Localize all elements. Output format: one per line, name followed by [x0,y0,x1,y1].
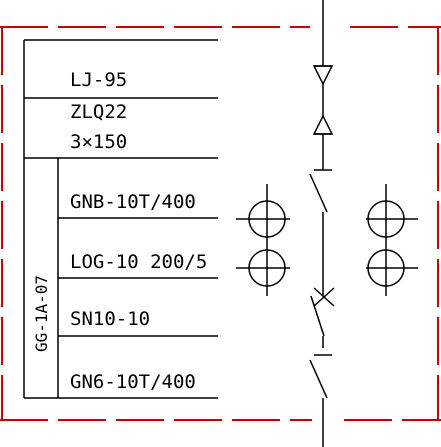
disconnect-switch-icon [309,354,332,447]
label-table [23,39,218,399]
equipment-label: LOG-10 200/5 [70,251,207,273]
cable-spec-line2: ZLQ22 [70,101,127,123]
current-transformer-right [366,184,418,296]
cable-termination-icon [312,65,334,135]
cabinet-boundary [0,26,441,421]
equipment-label: GN6-10T/400 [70,371,196,393]
equipment-label: GNB-10T/400 [70,191,196,213]
cable-spec-line1: LJ-95 [70,69,127,91]
cabinet-label: GG-1A-07 [32,275,51,352]
disconnect-switch-icon [309,169,332,296]
current-transformer-left [236,184,290,296]
circuit-breaker-icon [310,287,335,348]
cable-spec-line3: 3×150 [70,131,127,153]
feeder-line [309,0,335,447]
equipment-label: SN10-10 [70,308,150,330]
